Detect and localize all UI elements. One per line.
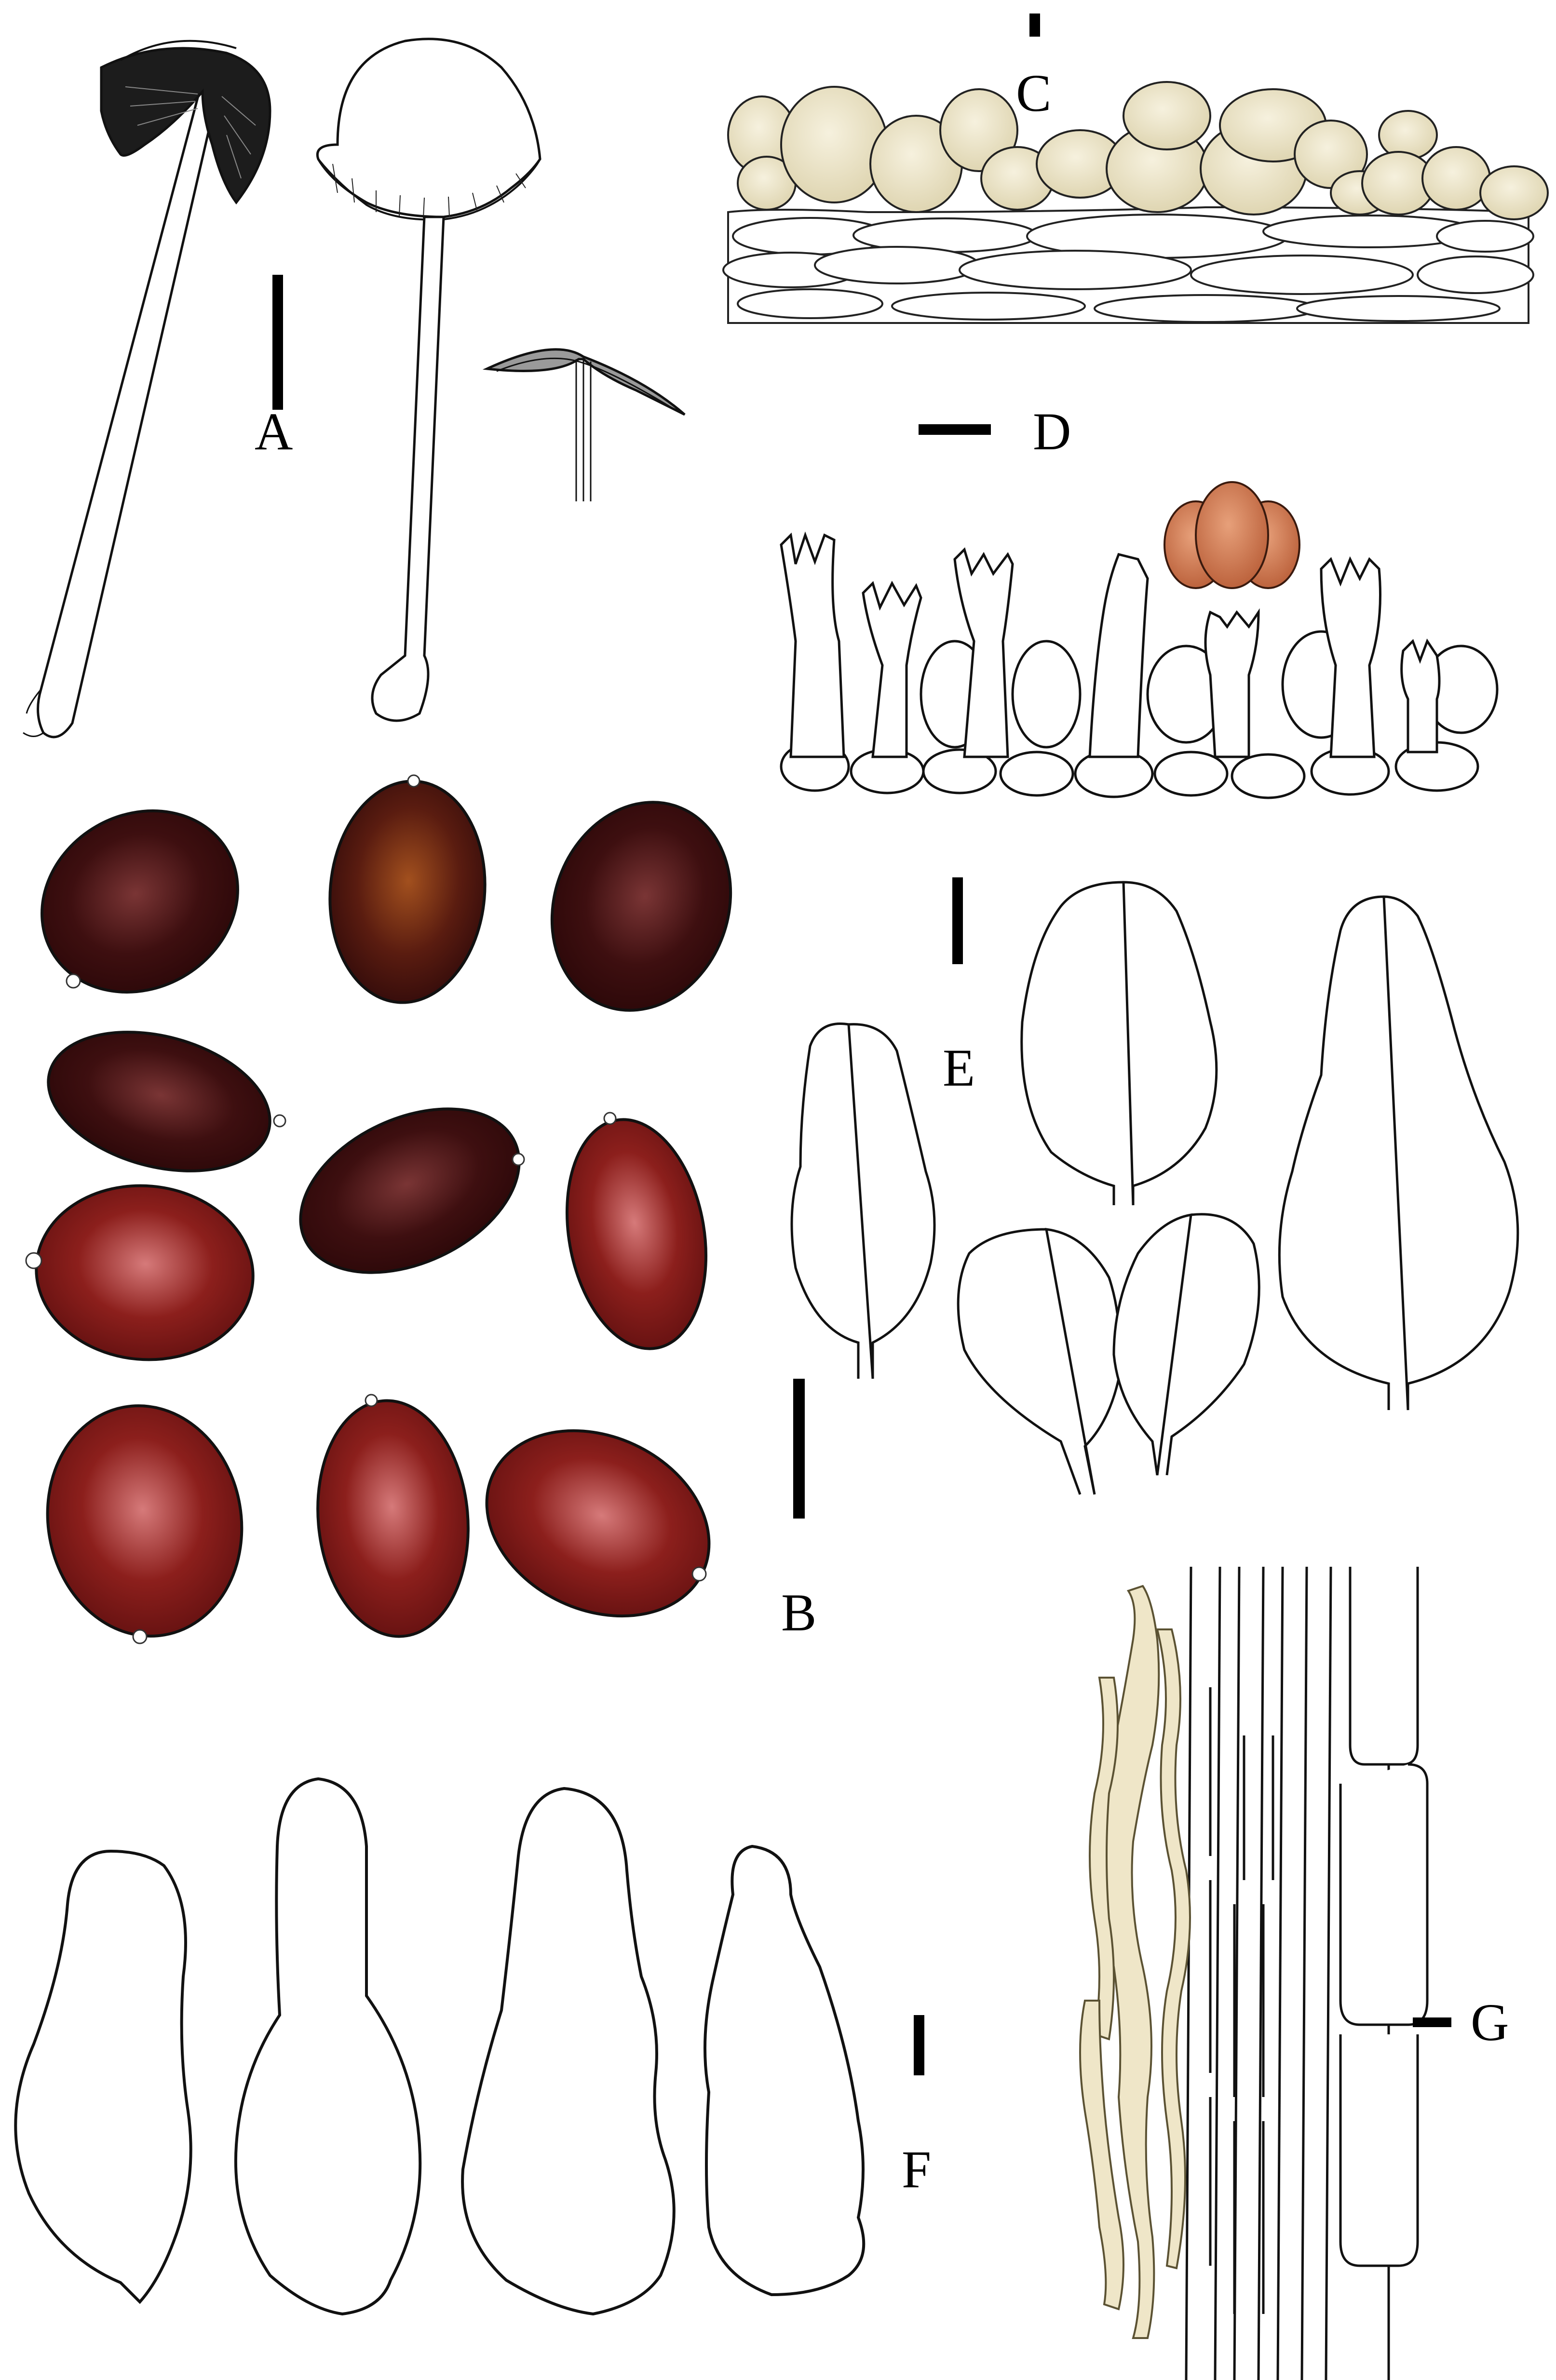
panel-label-b: B [781, 1583, 817, 1642]
panel-label-e: E [943, 1038, 975, 1097]
panel-label-d: D [1033, 402, 1071, 461]
panel-f-cheilocystidia [14, 1777, 866, 2316]
scale-bar-c [1029, 13, 1040, 37]
cap-left [100, 47, 271, 205]
cap-right [316, 38, 541, 218]
scale-bar-e [952, 877, 963, 964]
stipe-right [371, 215, 445, 722]
panel-d-basidia [780, 481, 1499, 799]
panel-c-pileipellis [722, 81, 1549, 324]
panel-g-stipitipellis [1185, 1566, 1429, 2380]
scale-bar-d [919, 424, 991, 435]
panel-label-f: F [902, 2140, 932, 2199]
encrusted-hyphae [1079, 1585, 1191, 2339]
scale-bar-b [793, 1379, 805, 1519]
stipe-left [37, 78, 221, 739]
panel-b-basidiospores [25, 774, 732, 1644]
panel-label-g: G [1471, 1993, 1509, 2052]
cap-section [482, 348, 686, 416]
scale-bar-f [914, 2015, 924, 2075]
panel-label-a: A [255, 402, 293, 461]
panel-e-pleurocystidia [790, 881, 1519, 1495]
scale-bar-g [1413, 2017, 1451, 2027]
panel-label-c: C [1016, 64, 1052, 122]
scale-bar-a [272, 275, 283, 410]
panel-a-basidiomata [23, 38, 686, 739]
